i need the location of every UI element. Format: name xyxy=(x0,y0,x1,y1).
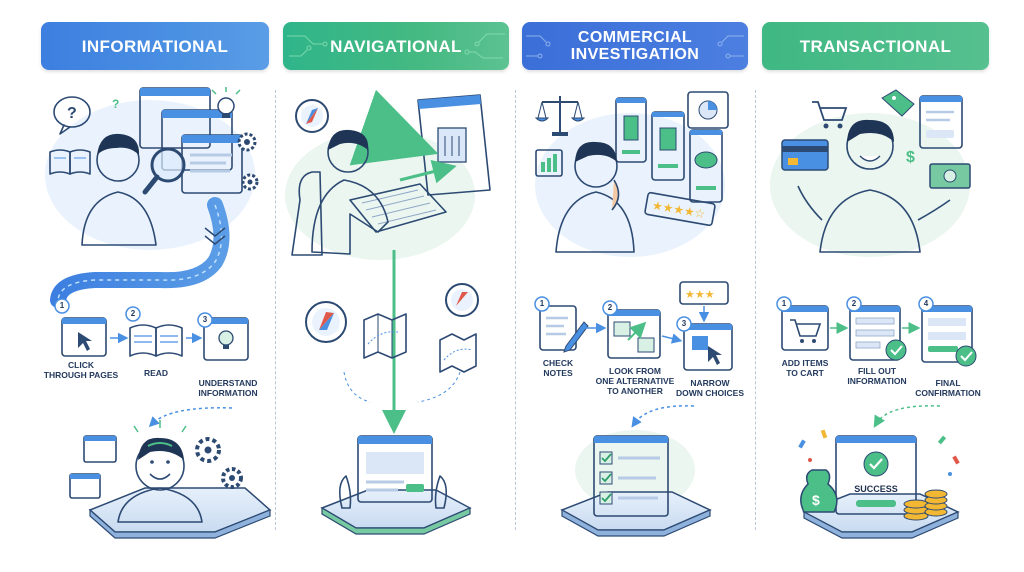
step-number-badge xyxy=(54,298,213,328)
money-bag-icon: $ xyxy=(800,469,838,513)
step-read xyxy=(129,324,183,357)
receipt-window xyxy=(919,95,963,149)
step-number-badge xyxy=(534,296,692,332)
transactional-column: $ xyxy=(770,89,977,539)
commercial-column: ★★★★☆ ★★★ xyxy=(534,91,733,537)
header-informational: INFORMATIONAL xyxy=(41,22,269,70)
column-divider xyxy=(515,90,516,530)
svg-text:★★★: ★★★ xyxy=(685,288,715,301)
shopping-cart-icon xyxy=(812,101,848,129)
money-bill-icon xyxy=(929,163,971,189)
step-number: 2 xyxy=(607,303,613,312)
mini-window xyxy=(69,435,117,499)
step-understand-information xyxy=(203,317,249,361)
compass-icon xyxy=(295,99,329,133)
compass-icon xyxy=(305,301,347,343)
step-number: 4 xyxy=(923,299,929,308)
step-narrow-down-choices xyxy=(683,323,733,371)
circuit-decoration-icon xyxy=(287,33,505,59)
price-tag-icon xyxy=(881,89,915,117)
star-rating-icon: ★★★ xyxy=(679,281,729,305)
step-label-read: READ xyxy=(143,368,169,378)
header-commercial-line2: INVESTIGATION xyxy=(570,46,700,63)
confetti xyxy=(798,429,960,476)
step-fill-out-information xyxy=(849,305,907,361)
website-screen xyxy=(357,435,433,503)
step-number: 2 xyxy=(130,309,136,318)
step-number: 3 xyxy=(202,315,208,324)
step-number: 1 xyxy=(59,301,65,310)
pie-chart-icon xyxy=(687,91,729,129)
step-label-fill-out-information: FILL OUT INFORMATION xyxy=(847,366,907,386)
plant-icon xyxy=(338,475,448,509)
header-informational-label: INFORMATIONAL xyxy=(81,36,229,56)
column-divider xyxy=(755,90,756,530)
magnifier-icon xyxy=(142,147,186,195)
header-navigational: NAVIGATIONAL xyxy=(283,22,509,70)
svg-text:$: $ xyxy=(812,492,820,508)
header-commercial-line1: COMMERCIAL xyxy=(577,29,693,46)
compass-icon xyxy=(445,283,479,317)
step-number: 3 xyxy=(681,319,687,328)
step-label-compare-alternatives: LOOK FROM ONE ALTERNATIVE TO ANOTHER xyxy=(595,366,675,396)
svg-text:?: ? xyxy=(112,97,119,111)
step-label-add-to-cart: ADD ITEMS TO CART xyxy=(781,358,829,378)
gear-icon xyxy=(195,437,243,489)
credit-card-icon xyxy=(781,139,829,171)
informational-column: ? ? xyxy=(45,87,272,539)
step-check-notes xyxy=(539,305,589,353)
success-label: SUCCESS xyxy=(854,484,898,494)
header-navigational-label: NAVIGATIONAL xyxy=(330,36,462,56)
header-commercial-investigation: COMMERCIAL INVESTIGATION xyxy=(522,22,748,70)
step-label-narrow-down-choices: NARROW DOWN CHOICES xyxy=(676,378,744,398)
step-final-confirmation xyxy=(921,305,977,367)
svg-text:$: $ xyxy=(906,149,915,166)
person-reading xyxy=(81,133,157,246)
map-icon xyxy=(363,313,407,359)
keyboard-icon xyxy=(349,183,447,233)
person-thinking xyxy=(555,141,635,253)
header-transactional: TRANSACTIONAL xyxy=(762,22,989,70)
step-add-to-cart xyxy=(781,305,829,351)
coins-icon xyxy=(903,489,948,521)
step-label-understand-information: UNDERSTAND INFORMATION xyxy=(198,378,258,398)
checklist-screen xyxy=(593,435,669,517)
circuit-decoration-icon xyxy=(526,35,744,59)
step-compare-alternatives xyxy=(607,309,661,359)
lightbulb-icon xyxy=(211,87,241,118)
step-number: 1 xyxy=(539,299,545,308)
gear-icon xyxy=(237,132,257,152)
gear-icon xyxy=(241,173,259,191)
success-screen xyxy=(835,435,917,515)
product-card-stack xyxy=(615,97,723,203)
scales-icon xyxy=(534,96,586,136)
person-excited xyxy=(797,119,951,253)
step-number: 1 xyxy=(781,299,787,308)
bar-chart-icon xyxy=(535,149,563,177)
column-divider xyxy=(275,90,276,530)
person-understanding xyxy=(117,420,203,523)
navigational-column xyxy=(285,89,491,535)
step-label-final-confirmation: FINAL CONFIRMATION xyxy=(915,378,981,398)
step-click-through-pages xyxy=(61,317,107,357)
header-transactional-label: TRANSACTIONAL xyxy=(799,36,952,56)
svg-text:?: ? xyxy=(67,105,77,122)
map-icon xyxy=(439,333,477,373)
step-label-check-notes: CHECK NOTES xyxy=(542,358,574,378)
dollar-sign-icon: $ xyxy=(906,149,915,166)
step-label-click-through-pages: CLICK THROUGH PAGES xyxy=(43,360,119,380)
step-number: 2 xyxy=(851,299,857,308)
person-typing xyxy=(291,129,389,256)
question-bubble-icon: ? xyxy=(53,96,91,135)
book-icon xyxy=(49,149,91,175)
step-number-badge xyxy=(776,296,934,312)
